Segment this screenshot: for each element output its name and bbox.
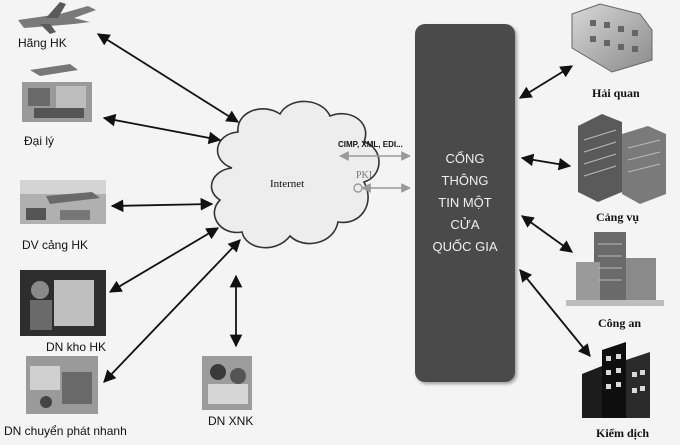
arrow-dv-cang-hk: [110, 197, 214, 213]
dark-building-icon: [582, 342, 650, 418]
arrow-dai-ly: [102, 113, 222, 145]
gateway-line-3: TIN MỘT: [438, 195, 492, 210]
national-single-window-box: [415, 24, 515, 382]
warehouse-worker-icon: [20, 270, 106, 336]
gateway-line-5: QUỐC GIA: [432, 239, 498, 254]
airport-apron-icon: [20, 180, 106, 224]
internet-cloud: [210, 100, 380, 249]
office-workers-icon: [202, 356, 252, 410]
arrow-dn-kho-hk: [108, 227, 220, 293]
label-dn-chuyen-phat-nhanh: DN chuyển phát nhanh: [4, 424, 127, 438]
internet-label: Internet: [270, 178, 305, 190]
label-kiem-dich: Kiểm dịch: [596, 426, 649, 440]
building-cluster-icon: [571, 3, 653, 73]
gateway-line-4: CỬA: [450, 217, 480, 232]
arrow-hang-hk: [96, 33, 240, 123]
label-cong-an: Công an: [598, 316, 642, 330]
server-building-icon: [578, 114, 666, 204]
cargo-agent-icon: [22, 64, 92, 122]
arrow-cang-vu: [520, 153, 572, 171]
protocol-label: CIMP, XML, EDI...: [338, 140, 403, 149]
label-dn-xnk: DN XNK: [208, 414, 254, 428]
label-dv-cang-hk: DV cảng HK: [22, 238, 89, 252]
arrow-hai-quan: [518, 65, 574, 99]
gateway-line-1: CỔNG: [445, 151, 485, 166]
arrow-kiem-dich: [519, 269, 591, 357]
arrow-dn-chuyen-phat: [103, 239, 241, 383]
label-hang-hk: Hãng HK: [18, 36, 67, 50]
skyscraper-icon: [566, 232, 664, 306]
key-icon: [353, 183, 363, 193]
courier-icon: [26, 356, 98, 414]
label-cang-vu: Cảng vụ: [596, 210, 640, 224]
airplane-icon: [18, 2, 96, 34]
label-hai-quan: Hải quan: [592, 86, 640, 100]
label-dai-ly: Đại lý: [24, 134, 55, 148]
national-single-window-title: CỔNG THÔNG TIN MỘT CỬA QUỐC GIA: [415, 148, 515, 258]
gateway-line-2: THÔNG: [441, 173, 489, 188]
arrow-cong-an: [520, 215, 574, 253]
label-dn-kho-hk: DN kho HK: [46, 340, 107, 354]
pki-label: PKI: [356, 170, 373, 181]
